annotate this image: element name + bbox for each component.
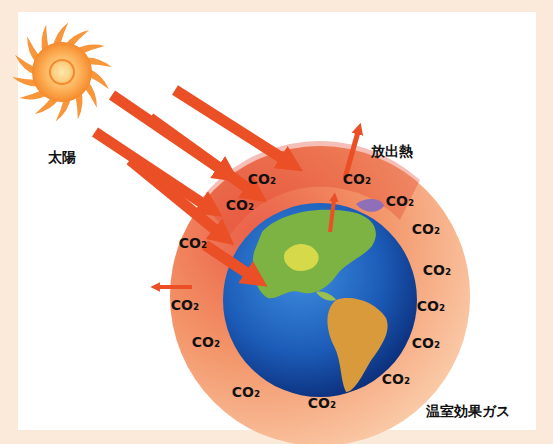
sun-rays bbox=[12, 22, 112, 121]
sun-label: 太陽 bbox=[48, 150, 76, 165]
central-america bbox=[316, 292, 336, 301]
greenland bbox=[356, 199, 384, 212]
co2-label: CO₂ bbox=[423, 263, 451, 278]
panel bbox=[18, 12, 536, 430]
co2-label: CO₂ bbox=[343, 172, 371, 187]
co2-label: CO₂ bbox=[308, 396, 336, 411]
co2-label: CO₂ bbox=[412, 222, 440, 237]
co2-label: CO₂ bbox=[226, 198, 254, 213]
co2-label: CO₂ bbox=[179, 236, 207, 251]
sun bbox=[32, 42, 92, 102]
sunlight-arrows bbox=[95, 90, 285, 275]
greenhouse-gas-label: 温室効果ガス bbox=[426, 404, 510, 419]
sun-swirl bbox=[50, 60, 74, 84]
co2-label: CO₂ bbox=[412, 336, 440, 351]
co2-label: CO₂ bbox=[232, 385, 260, 400]
land-highlight bbox=[284, 244, 319, 271]
co2-label: CO₂ bbox=[171, 298, 199, 313]
earth bbox=[223, 203, 417, 397]
co2-label: CO₂ bbox=[192, 335, 220, 350]
emitted-heat-label: 放出熱 bbox=[371, 144, 413, 159]
south-america bbox=[328, 298, 388, 392]
co2-label: CO₂ bbox=[382, 372, 410, 387]
co2-label: CO₂ bbox=[386, 194, 414, 209]
emitted-heat-arrows bbox=[158, 132, 358, 287]
co2-label: CO₂ bbox=[248, 172, 276, 187]
north-america bbox=[253, 210, 376, 298]
co2-label: CO₂ bbox=[417, 299, 445, 314]
